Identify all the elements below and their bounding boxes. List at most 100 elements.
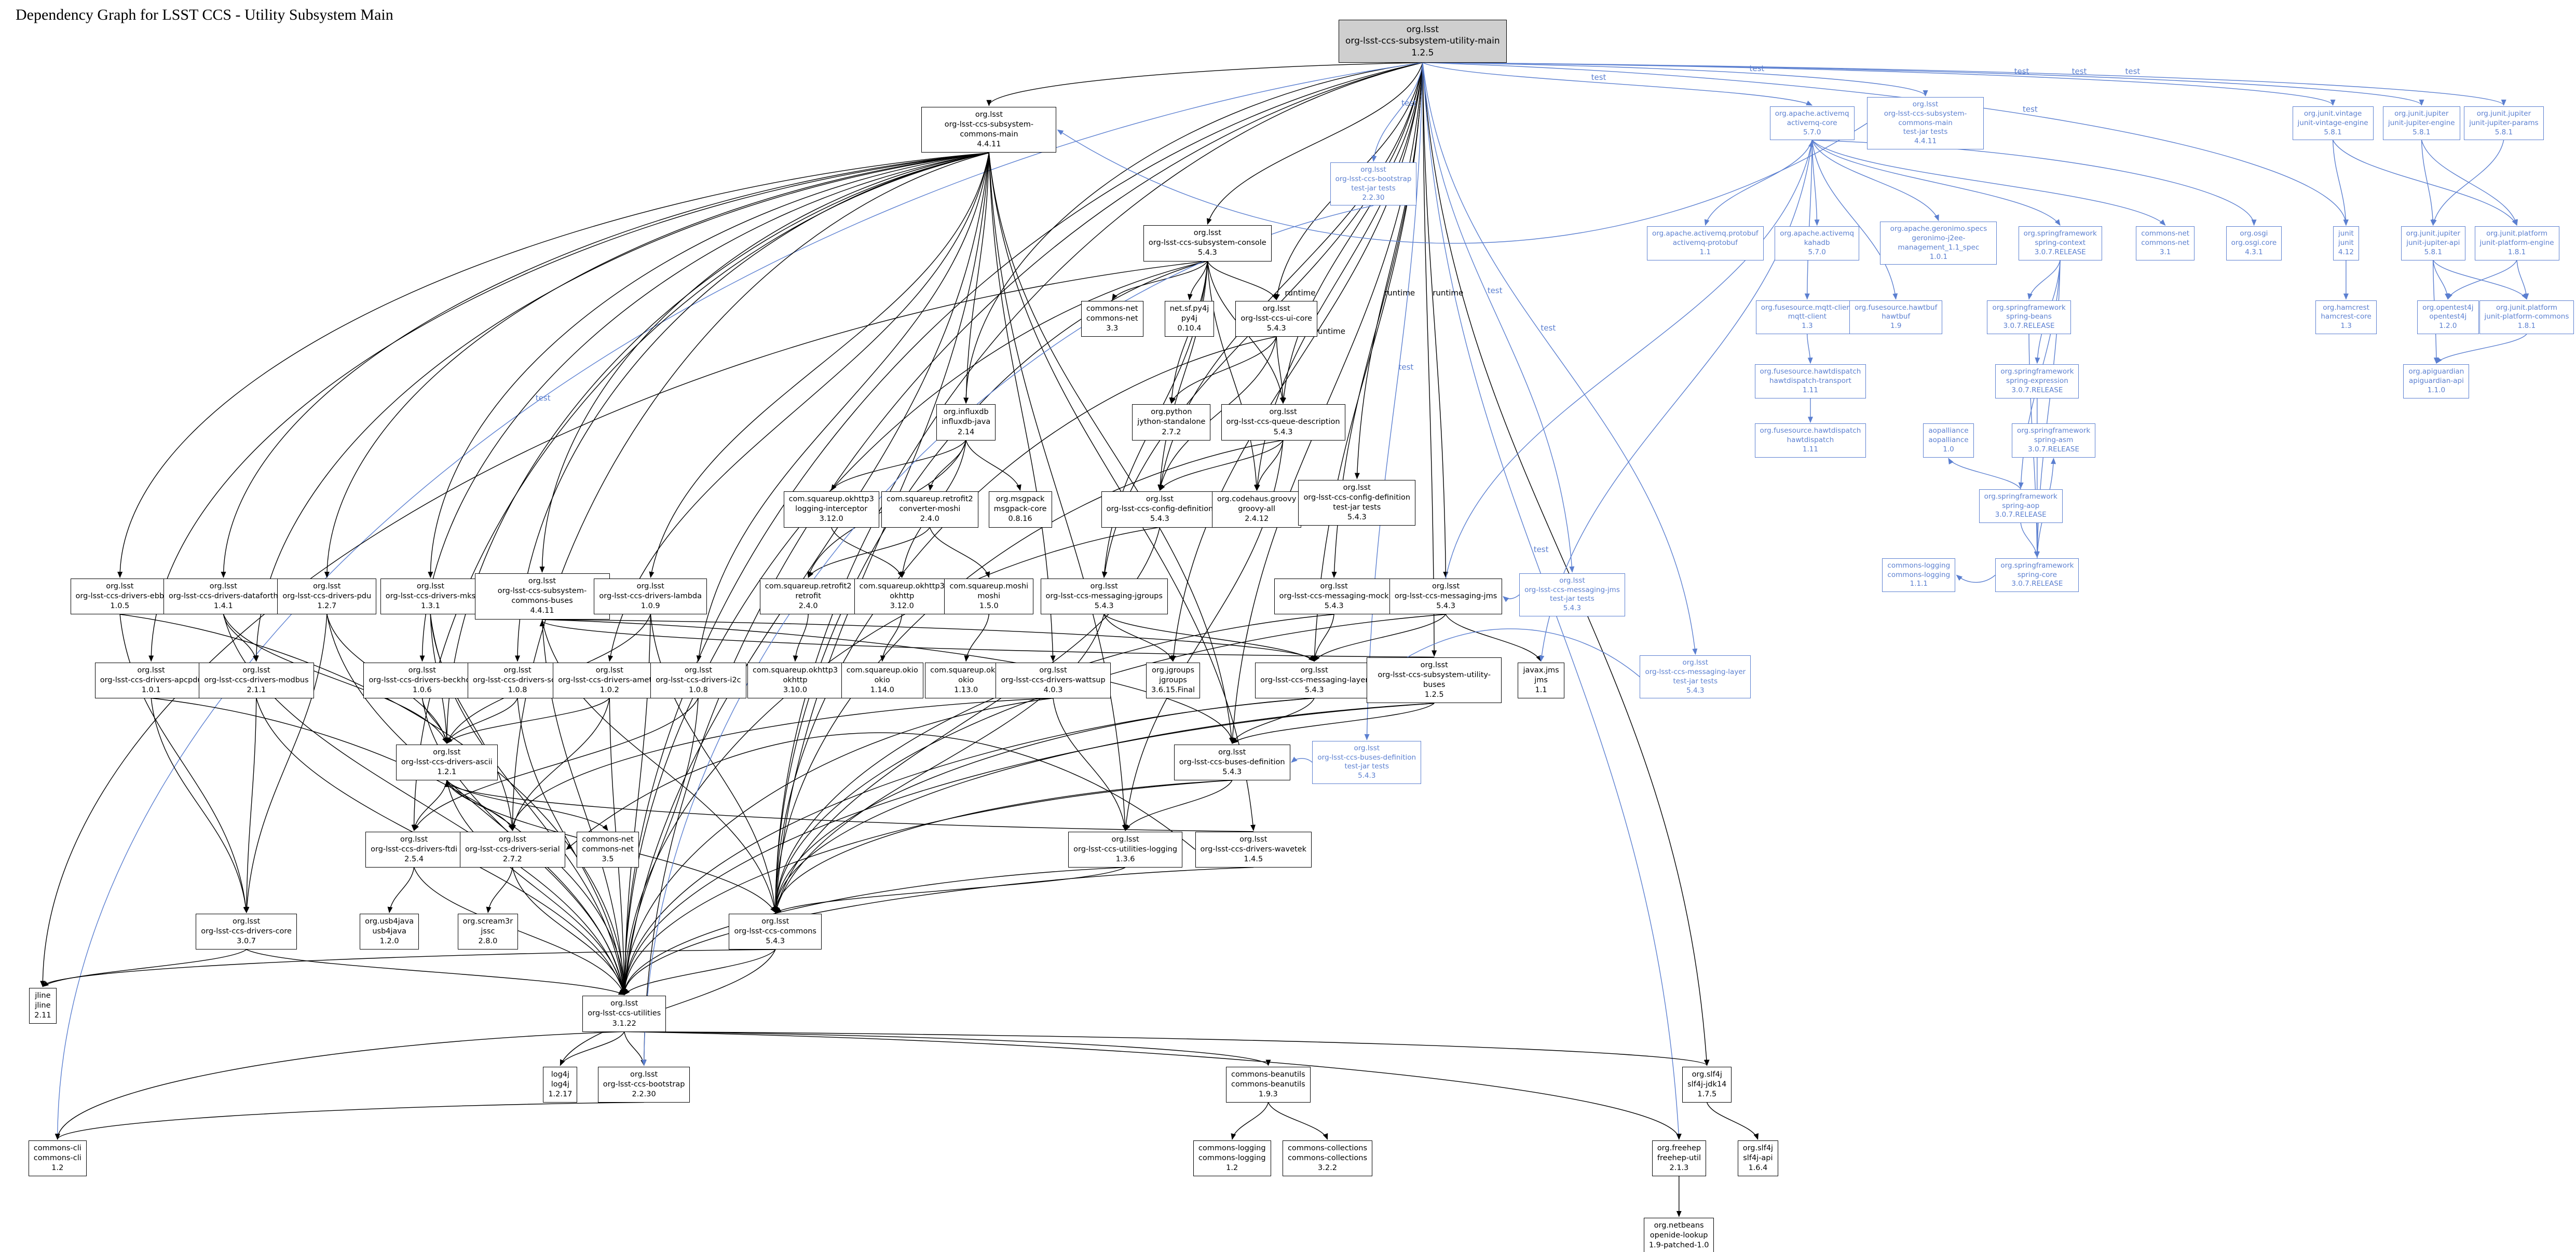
edge-ametek-serial <box>511 698 610 831</box>
edge-beanutils-commons_collections <box>1267 1102 1328 1140</box>
node-label: okhttp <box>783 676 808 684</box>
node-label: org-lsst-ccs-drivers-modbus <box>204 676 309 684</box>
node-label: org.lsst <box>684 666 713 675</box>
node-label: org.lsst <box>1343 483 1371 492</box>
edge-msg_mock-ccs_commons <box>773 614 1334 913</box>
node-label: okio <box>958 676 974 684</box>
edge-root-amq <box>1422 62 1813 106</box>
node-label: org-lsst-ccs-subsystem-console <box>1148 239 1266 247</box>
node-label: 1.2.0 <box>2439 322 2457 331</box>
node-label: org.lsst <box>761 917 789 926</box>
node-label: 1.2.0 <box>379 937 399 946</box>
node-label: test-jar tests <box>1344 762 1389 771</box>
edge-utilities-freehep <box>624 1031 1682 1140</box>
edge-commons_main-buses_def <box>988 153 1234 744</box>
node-label: commons-logging <box>1198 1154 1266 1163</box>
node-label: org.apache.geronimo.specs <box>1890 225 1987 233</box>
node-label: org.apache.activemq <box>1780 229 1855 238</box>
node-label: org-lsst-ccs-drivers-wattsup <box>1001 676 1106 684</box>
node-label: log4j <box>551 1070 570 1079</box>
edge-console-groovy <box>1207 261 1259 491</box>
edge-console-config_def <box>1157 261 1208 491</box>
node-label: org-lsst-ccs-drivers-serial <box>465 845 560 854</box>
node-label: org.slf4j <box>1742 1144 1774 1152</box>
node-label: activemq-core <box>1787 118 1837 127</box>
node-label: org.lsst <box>528 577 556 585</box>
node-label: org-lsst-ccs-subsystem-commons-main <box>944 120 1034 139</box>
edge-influxdb-log_interceptor <box>831 439 966 491</box>
node-label: 5.4.3 <box>1266 324 1286 333</box>
edge-commons_main-influxdb <box>963 153 990 404</box>
edge-ui_core-ccs_commons <box>773 336 1277 913</box>
node-label: 2.14 <box>958 428 975 436</box>
edge-ascii-commons_net_35 <box>446 780 608 831</box>
node-label: org-lsst-ccs-drivers-lambda <box>599 592 702 601</box>
node-label: junit-jupiter-params <box>2469 118 2539 127</box>
node-label: 5.8.1 <box>2324 128 2342 136</box>
node-label: org.springframework <box>2016 426 2091 435</box>
node-label: 2.1.1 <box>247 685 266 694</box>
node-label: commons-cli <box>33 1154 81 1163</box>
node-label: 0.8.16 <box>1008 515 1032 524</box>
node-label: org-lsst-ccs-drivers-ftdi <box>371 845 458 854</box>
edge-buses_def-ccs_commons <box>773 780 1232 913</box>
edge-bootstrap-commons_cli <box>54 1102 644 1140</box>
node-label: 5.4.3 <box>1324 602 1344 611</box>
node-label: 5.4.3 <box>766 937 785 946</box>
node-label: org-lsst-ccs-ui-core <box>1241 314 1313 323</box>
node-label: commons-logging <box>1198 1144 1266 1152</box>
node-label: org.junit.jupiter <box>2394 109 2449 118</box>
edge-label-test: test <box>2023 105 2038 114</box>
edge-conv_moshi-retrofit <box>808 527 931 578</box>
node-label: com.squareup.okhttp3 <box>788 495 874 504</box>
edge-root-boot_tests <box>1371 62 1423 162</box>
node-label: 0.10.4 <box>1177 324 1202 333</box>
edge-root-console <box>1206 62 1423 225</box>
node-label: 2.5.4 <box>404 855 424 863</box>
edge-wavetek-ascii <box>444 780 1254 832</box>
node-label: test-jar tests <box>1351 184 1396 192</box>
node-label: 5.4.3 <box>1094 602 1114 611</box>
edge-retrofit-okhttp310 <box>793 614 809 662</box>
node-label: moshi <box>977 592 1001 601</box>
node-label: 1.8.1 <box>2507 247 2526 256</box>
node-label: 1.4.5 <box>1244 855 1263 863</box>
node-label: hamcrest-core <box>2321 312 2371 321</box>
node-label: 5.4.3 <box>1197 249 1217 257</box>
node-label: org.codehaus.groovy <box>1217 495 1297 504</box>
node-label: org.lsst <box>1262 304 1290 313</box>
node-label: 1.2.1 <box>437 768 457 777</box>
node-label: org-lsst-ccs-buses-definition <box>1179 758 1285 766</box>
node-label: 5.4.3 <box>1222 768 1242 777</box>
edge-root-jup_params <box>1422 62 2506 106</box>
edge-commons_buses-msg_layer <box>542 619 1317 662</box>
edge-jup_params-jup_api <box>2431 140 2504 226</box>
node-label: 1.14.0 <box>870 685 894 694</box>
edge-amq-cnet31 <box>1811 140 2166 226</box>
edge-pdu-drivers_core <box>244 614 328 913</box>
node-label: org-lsst-ccs-messaging-jms <box>1524 585 1620 594</box>
node-label: slf4j-api <box>1743 1154 1773 1163</box>
node-label: org-lsst-ccs-drivers-ascii <box>401 758 493 766</box>
node-label: org.hamcrest <box>2323 303 2369 312</box>
node-label: org-lsst-ccs-drivers-apcpdu <box>100 676 202 684</box>
node-label: 3.12.0 <box>819 515 843 524</box>
node-label: org-lsst-ccs-drivers-core <box>201 927 292 936</box>
node-label: org.junit.jupiter <box>2476 109 2531 118</box>
node-label: commons-net <box>582 845 634 854</box>
node-label: 1.13.0 <box>954 685 978 694</box>
